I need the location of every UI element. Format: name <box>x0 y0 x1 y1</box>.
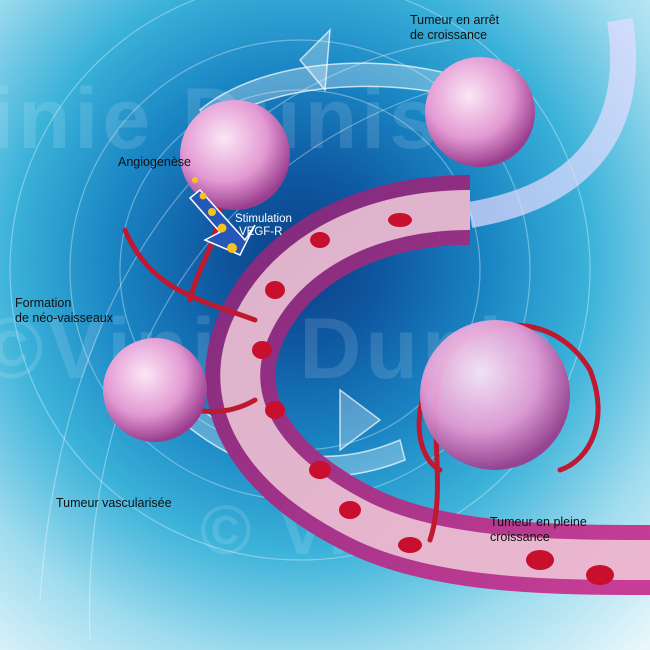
label-line: de croissance <box>410 28 488 42</box>
vegf-stimulation-arrow <box>188 188 256 256</box>
label-arrested-tumor: Tumeur en arrêt de croissance <box>410 13 499 43</box>
label-line: Formation <box>15 296 72 310</box>
label-line: de néo-vaisseaux <box>15 311 113 325</box>
label-growing-tumor: Tumeur en pleine croissance <box>490 515 587 545</box>
label-vascularized-tumor: Tumeur vascularisée <box>56 496 172 510</box>
vascularized-tumor <box>103 338 207 442</box>
vegf-molecules <box>192 177 237 253</box>
cycle-arrows <box>179 28 471 478</box>
label-line: VEGF-R <box>239 226 283 238</box>
angiogenic-tumor <box>180 100 290 210</box>
label-stimulation: Stimulation VEGF-R <box>235 213 292 239</box>
label-neovessels: Formation de néo-vaisseaux <box>15 296 113 326</box>
growing-tumor <box>420 320 570 470</box>
label-angiogenesis: Angiogenèse <box>118 155 191 169</box>
red-blood-cells <box>252 213 614 585</box>
arrested-tumor <box>425 57 535 167</box>
label-line: Tumeur en pleine <box>490 515 587 529</box>
label-line: croissance <box>490 530 550 544</box>
label-line: Tumeur en arrêt <box>410 13 500 27</box>
label-line: Stimulation <box>235 213 292 225</box>
regressing-vessel <box>467 18 637 228</box>
